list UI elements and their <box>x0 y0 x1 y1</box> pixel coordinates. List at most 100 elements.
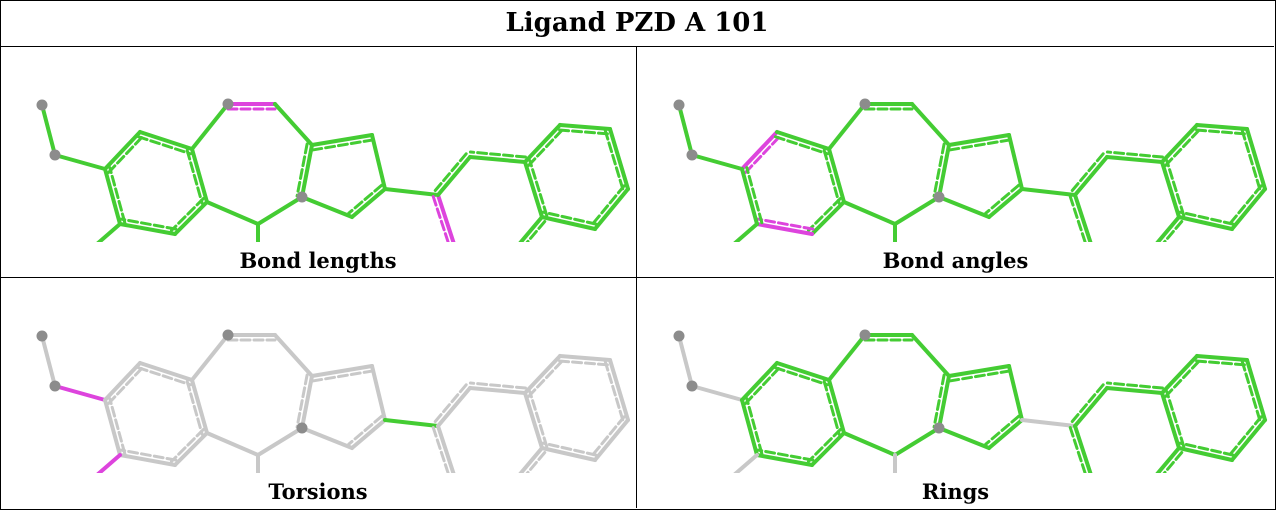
bond-n9-n3 <box>1177 215 1234 231</box>
bond-c10-c12 <box>311 369 375 383</box>
bond-n0-n5 <box>1068 195 1087 242</box>
bond-c12-c14 <box>370 133 387 191</box>
bond-c6-o2 <box>96 222 122 242</box>
bond-c5-c6 <box>755 453 814 467</box>
bond-n8-n9 <box>589 415 626 459</box>
bond-c4-c5 <box>806 427 842 463</box>
bond-n1-n0 <box>432 383 468 425</box>
bond-n8-n9 <box>593 418 630 462</box>
bond-c13-c11 <box>256 426 304 457</box>
bond-c10-c12 <box>947 364 1011 378</box>
bond-c2-c3 <box>773 135 829 156</box>
bond-c3-c4 <box>827 378 846 435</box>
caption-torsions: Torsions <box>268 479 368 504</box>
bond-o1-c7 <box>690 384 744 402</box>
atom-c8 <box>222 329 234 341</box>
bond-c13-c11 <box>893 426 941 457</box>
bond-c15-c13 <box>937 195 991 219</box>
bond-c14-n0 <box>383 187 440 197</box>
bond-c14-c15 <box>350 418 387 450</box>
bond-c14-c15 <box>984 183 1021 215</box>
bond-n0-n5 <box>436 193 456 242</box>
bond-c3-c4 <box>822 379 841 436</box>
bond-c3-c8 <box>827 102 867 151</box>
bond-c10-c12 <box>947 133 1011 147</box>
bond-n4-n3 <box>1162 218 1185 242</box>
bond-c2-c3 <box>138 361 194 382</box>
bond-c3-c4 <box>190 378 209 435</box>
atom-c8 <box>222 98 234 110</box>
bond-n3-n2 <box>1165 159 1186 218</box>
bond-m1-o1 <box>677 334 694 388</box>
bond-m1-o1 <box>40 103 57 157</box>
atom-c13 <box>933 422 945 434</box>
bond-n9-n3 <box>541 210 598 226</box>
bond-c5-c6 <box>119 448 178 462</box>
bond-n2-n6 <box>1164 357 1203 398</box>
bond-n3-n2 <box>528 159 549 218</box>
bond-n2-n6 <box>523 354 562 395</box>
bond-c3-c4 <box>827 147 846 204</box>
bond-n4-n3 <box>1162 449 1185 473</box>
caption-bond-angles: Bond angles <box>882 248 1029 273</box>
bond-c14-c15 <box>347 414 384 446</box>
bond-n4-n3 <box>1155 446 1181 473</box>
molecule-bond-angles <box>673 98 1267 242</box>
bond-n8-n9 <box>1230 418 1267 462</box>
bond-c7-c2 <box>744 133 783 174</box>
bond-c10-c12 <box>310 133 374 147</box>
bond-n7-n8 <box>1245 127 1267 191</box>
bond-n2-n1 <box>468 155 527 164</box>
atom-m1 <box>36 99 48 111</box>
molecule-bond-lengths <box>36 98 630 242</box>
bond-c10-c12 <box>311 138 375 152</box>
bond-c2-c3 <box>138 130 194 151</box>
bond-n6-n7 <box>558 123 612 131</box>
atom-m1 <box>673 99 685 111</box>
bond-c3-c8 <box>190 333 230 382</box>
bond-c11-c4 <box>842 431 897 457</box>
bond-n6-n7 <box>1195 354 1249 362</box>
bond-n9-n3 <box>1178 210 1235 226</box>
bond-c4-c5 <box>169 196 205 232</box>
bond-n8-n9 <box>1230 187 1267 231</box>
bond-n9-n3 <box>541 441 598 457</box>
bond-n3-n2 <box>1165 390 1186 449</box>
bond-c10-c13 <box>932 142 946 198</box>
bond-n1-n0 <box>1069 152 1105 194</box>
bond-c7-c2 <box>103 361 142 402</box>
atom-o1 <box>686 380 698 392</box>
bond-c5-c6 <box>118 453 177 467</box>
figure-title: Ligand PZD A 101 <box>0 0 1274 47</box>
bond-c7-c2 <box>740 361 779 402</box>
molecule-torsions <box>36 329 630 473</box>
bond-n1-n0 <box>432 152 468 194</box>
bond-c10-c13 <box>295 373 309 429</box>
bond-c10-c13 <box>937 143 951 199</box>
bond-n2-n6 <box>523 123 562 164</box>
bond-n0-n5 <box>431 195 450 242</box>
bond-m1-o1 <box>677 103 694 157</box>
bond-c12-c14 <box>1007 133 1024 191</box>
bond-m1-o1 <box>40 334 57 388</box>
bond-n0-n5 <box>436 424 456 473</box>
bond-n6-n7 <box>1195 123 1249 131</box>
bond-n9-n3 <box>1177 446 1234 462</box>
bond-n4-n3 <box>518 446 544 473</box>
bond-c10-c12 <box>948 369 1012 383</box>
bond-n2-n6 <box>1164 126 1203 167</box>
bond-c2-c3 <box>773 366 829 387</box>
bond-n8-n9 <box>589 184 626 228</box>
bond-c10-c13 <box>300 374 314 430</box>
bond-c6-c7 <box>103 398 122 457</box>
bond-n2-n1 <box>1105 386 1164 395</box>
bond-c11-c4 <box>842 200 897 226</box>
bond-n1-n0 <box>436 155 472 197</box>
bond-c5-c6 <box>118 222 177 236</box>
bond-o1-c7 <box>53 384 107 402</box>
bond-n2-n6 <box>1160 354 1199 395</box>
atom-o1 <box>686 149 698 161</box>
bond-n6-n7 <box>558 354 612 362</box>
bond-c7-c2 <box>107 133 146 174</box>
molecule-rings <box>673 329 1267 473</box>
